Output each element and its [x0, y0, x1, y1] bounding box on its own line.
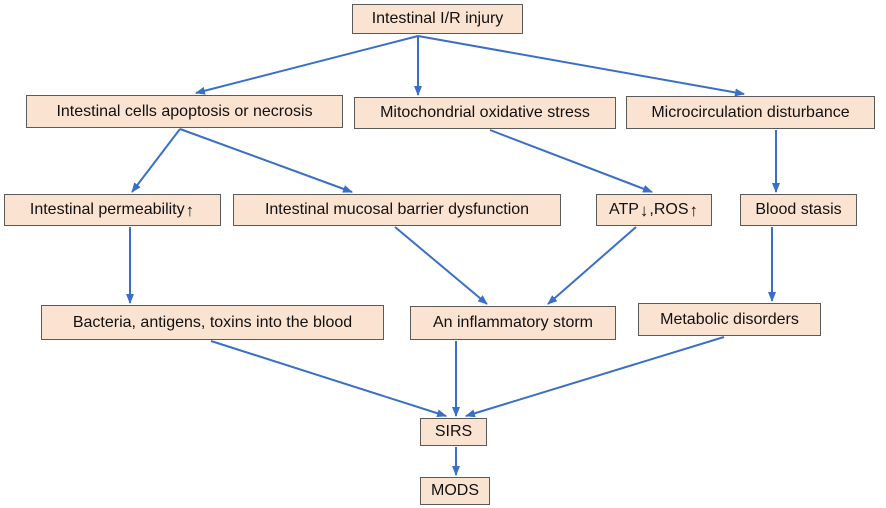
node-cells-apoptosis-necrosis: Intestinal cells apoptosis or necrosis [26, 95, 343, 128]
edge-injury-to-micro [417, 35, 745, 97]
node-blood-stasis: Blood stasis [740, 194, 857, 226]
node-inflammatory-storm: An inflammatory storm [410, 306, 616, 340]
edge-bacteria-to-sirs [210, 340, 447, 418]
node-label: SIRS [434, 423, 473, 440]
increase-arrow-icon: ↑ [689, 200, 699, 220]
node-label: Blood stasis [755, 201, 842, 218]
node-label: Bacteria, antigens, toxins into the bloo… [72, 313, 353, 331]
edge-apoptosis-to-mucosal [179, 128, 353, 193]
node-label: Intestinal mucosal barrier dysfunction [264, 201, 530, 218]
increase-arrow-icon: ↑ [185, 200, 195, 220]
node-mitochondrial-oxidative-stress: Mitochondrial oxidative stress [354, 97, 616, 129]
node-label: Microcirculation disturbance [651, 103, 850, 121]
decrease-arrow-icon: ↓ [639, 200, 649, 220]
edge-mito-to-atp [489, 129, 653, 193]
node-atp-ros: ATP ↓ ,ROS ↑ [596, 194, 712, 226]
node-mods: MODS [420, 477, 490, 505]
node-intestinal-ir-injury: Intestinal I/R injury [352, 4, 523, 34]
ros-label: ,ROS [649, 201, 689, 218]
node-microcirculation-disturbance: Microcirculation disturbance [626, 96, 875, 129]
edge-atp-to-storm [547, 226, 637, 305]
edge-metabolic-to-sirs [465, 336, 725, 418]
node-mucosal-barrier-dysfunction: Intestinal mucosal barrier dysfunction [233, 194, 561, 226]
edge-mucosal-to-storm [394, 226, 488, 305]
node-label: Metabolic disorders [660, 310, 799, 328]
node-bacteria-antigens-toxins: Bacteria, antigens, toxins into the bloo… [41, 305, 384, 340]
node-intestinal-permeability: Intestinal permeability ↑ [4, 194, 221, 226]
node-label: Intestinal cells apoptosis or necrosis [56, 102, 313, 120]
edge-injury-to-apoptosis [195, 35, 419, 95]
node-label: Intestinal permeability [29, 201, 185, 218]
edge-apoptosis-to-permeability [131, 128, 181, 193]
node-label: MODS [431, 482, 479, 499]
node-label: Intestinal I/R injury [371, 10, 504, 27]
node-sirs: SIRS [420, 418, 487, 446]
atp-label: ATP [608, 201, 639, 218]
node-label: An inflammatory storm [432, 314, 594, 331]
node-metabolic-disorders: Metabolic disorders [638, 303, 821, 336]
node-label: Mitochondrial oxidative stress [380, 104, 590, 121]
